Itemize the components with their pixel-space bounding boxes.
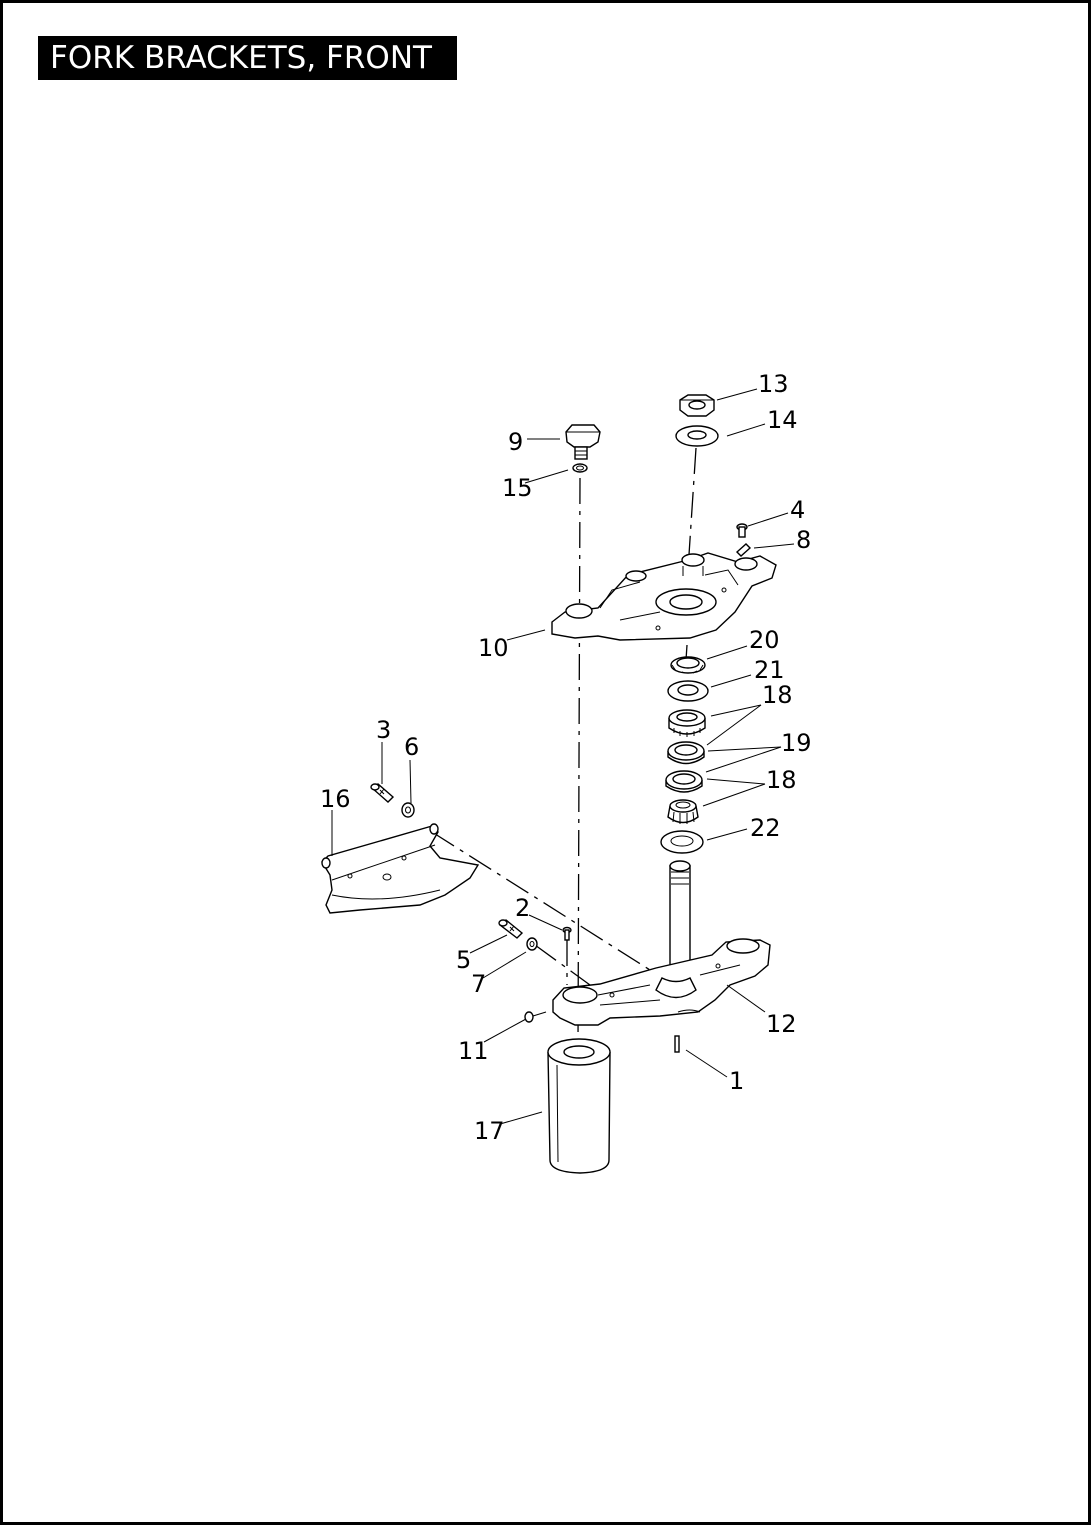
callout-20: 20 bbox=[749, 626, 780, 654]
axis-screw-5 bbox=[534, 944, 591, 986]
callout-16: 16 bbox=[320, 785, 351, 813]
part-22-dust-shield bbox=[660, 830, 704, 854]
part-10-upper-bracket bbox=[551, 552, 777, 641]
part-4-screw bbox=[736, 523, 748, 538]
callout-1: 1 bbox=[729, 1067, 744, 1095]
callout-6: 6 bbox=[404, 733, 419, 761]
callout-11: 11 bbox=[458, 1037, 489, 1065]
callout-5: 5 bbox=[456, 946, 471, 974]
callout-15: 15 bbox=[502, 474, 533, 502]
callout-10: 10 bbox=[478, 634, 509, 662]
part-18-upper-bearing bbox=[668, 709, 706, 737]
callout-19: 19 bbox=[781, 729, 812, 757]
part-17-tube-cover bbox=[547, 1038, 611, 1174]
part-19-upper-cup bbox=[667, 741, 705, 765]
part-1-pin bbox=[674, 1035, 680, 1053]
part-14-washer bbox=[675, 425, 719, 447]
callout-2: 2 bbox=[515, 894, 530, 922]
part-7-washer bbox=[526, 937, 538, 951]
part-21-washer bbox=[667, 680, 709, 702]
part-16-cover bbox=[321, 823, 480, 914]
part-13-nut bbox=[679, 394, 715, 417]
callout-12: 12 bbox=[766, 1010, 797, 1038]
callout-17: 17 bbox=[474, 1117, 505, 1145]
callout-3: 3 bbox=[376, 716, 391, 744]
callout-18-upper: 18 bbox=[762, 681, 793, 709]
part-6-washer bbox=[401, 802, 415, 818]
part-11-fitting bbox=[524, 1011, 547, 1023]
part-2-screw bbox=[562, 926, 572, 941]
axis-left-fork bbox=[577, 477, 581, 1046]
part-8-clip bbox=[735, 543, 752, 557]
part-5-bolt bbox=[498, 919, 524, 939]
part-19-lower-cup bbox=[665, 770, 703, 793]
callout-4: 4 bbox=[790, 496, 805, 524]
part-12-lower-bracket bbox=[552, 938, 771, 1026]
callout-7: 7 bbox=[471, 970, 486, 998]
callout-8: 8 bbox=[796, 526, 811, 554]
callout-14: 14 bbox=[767, 406, 798, 434]
page-title: FORK BRACKETS, FRONT bbox=[38, 36, 457, 80]
callout-21: 21 bbox=[754, 656, 785, 684]
part-9-plug bbox=[565, 424, 601, 460]
callout-13: 13 bbox=[758, 370, 789, 398]
axis-stem bbox=[687, 447, 697, 571]
callout-9: 9 bbox=[508, 428, 523, 456]
part-3-screw bbox=[370, 783, 395, 803]
part-20-adjusting-nut bbox=[670, 656, 706, 674]
callout-18-lower: 18 bbox=[766, 766, 797, 794]
part-15-o-ring bbox=[572, 463, 588, 473]
leader-lines bbox=[331, 388, 795, 1125]
part-stem bbox=[669, 860, 691, 976]
part-18-lower-bearing bbox=[667, 799, 699, 824]
callout-22: 22 bbox=[750, 814, 781, 842]
